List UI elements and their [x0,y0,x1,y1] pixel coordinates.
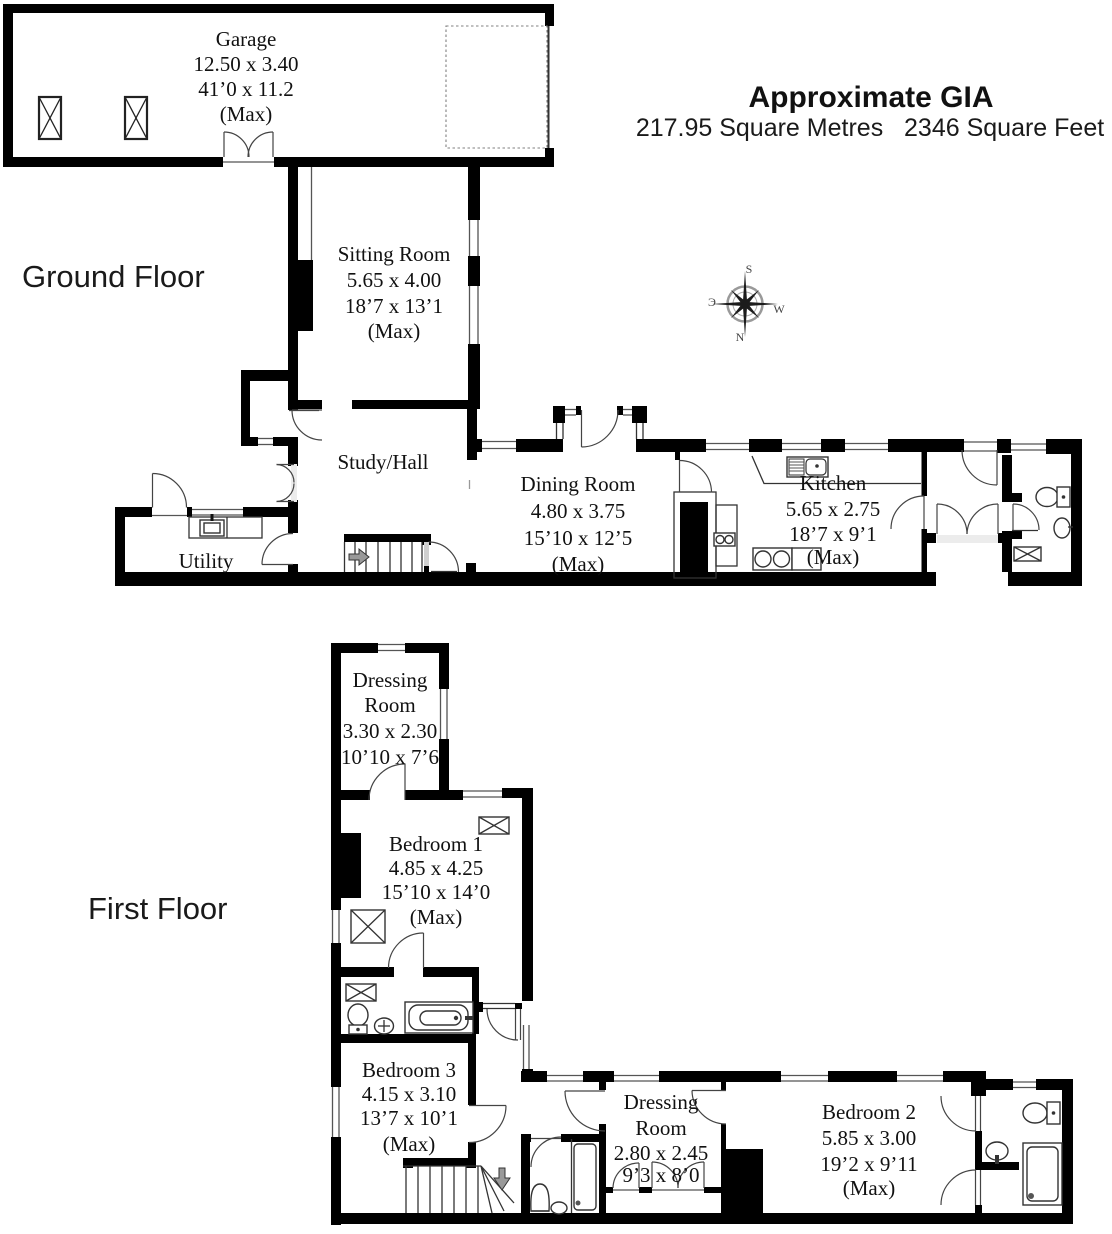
svg-text:Dining Room: Dining Room [521,472,636,496]
svg-text:(Max): (Max) [843,1176,895,1200]
svg-text:5.85 x 3.00: 5.85 x 3.00 [822,1126,917,1150]
svg-text:Approximate GIA: Approximate GIA [748,81,993,114]
svg-text:Ground Floor: Ground Floor [22,259,205,294]
svg-text:Utility: Utility [179,549,234,573]
svg-text:Э: Э [708,295,716,309]
svg-text:(Max): (Max) [807,545,859,569]
svg-text:(Max): (Max) [410,905,462,929]
svg-text:W: W [773,302,785,316]
svg-text:4.80 x 3.75: 4.80 x 3.75 [531,499,626,523]
svg-text:9’3 x 8’0: 9’3 x 8’0 [623,1163,700,1187]
svg-text:Bedroom 3: Bedroom 3 [362,1058,456,1082]
svg-text:Room: Room [635,1116,686,1140]
svg-text:3.30 x 2.30: 3.30 x 2.30 [343,719,438,743]
svg-text:Study/Hall: Study/Hall [337,450,428,474]
svg-text:41’0 x 11.2: 41’0 x 11.2 [198,77,293,101]
svg-text:217.95 Square Metres 2346 Sq: 217.95 Square Metres 2346 Square Feet [636,114,1104,142]
svg-text:Bedroom 1: Bedroom 1 [389,832,483,856]
svg-text:First Floor: First Floor [88,891,228,926]
svg-text:2.80 x 2.45: 2.80 x 2.45 [614,1141,709,1165]
svg-text:(Max): (Max) [220,102,272,126]
svg-text:19’2 x 9’11: 19’2 x 9’11 [820,1152,917,1176]
svg-text:Garage: Garage [216,27,277,51]
svg-text:Room: Room [364,693,415,717]
svg-text:(Max): (Max) [368,319,420,343]
svg-text:5.65 x 2.75: 5.65 x 2.75 [786,497,881,521]
svg-text:15’10 x 12’5: 15’10 x 12’5 [524,526,633,550]
svg-text:Sitting Room: Sitting Room [338,242,451,266]
svg-text:13’7 x 10’1: 13’7 x 10’1 [360,1106,458,1130]
svg-text:(Max): (Max) [383,1132,435,1156]
svg-text:Kitchen: Kitchen [800,471,867,495]
svg-text:18’7 x 9’1: 18’7 x 9’1 [789,522,877,546]
svg-text:15’10 x 14’0: 15’10 x 14’0 [382,880,491,904]
svg-text:10’10 x 7’6: 10’10 x 7’6 [341,745,439,769]
svg-text:S: S [746,262,753,276]
svg-text:18’7 x 13’1: 18’7 x 13’1 [345,294,443,318]
svg-text:5.65 x 4.00: 5.65 x 4.00 [347,268,442,292]
svg-text:Dressing: Dressing [353,668,428,692]
svg-text:Bedroom 2: Bedroom 2 [822,1100,916,1124]
svg-text:4.85 x 4.25: 4.85 x 4.25 [389,856,484,880]
svg-text:12.50 x 3.40: 12.50 x 3.40 [194,52,299,76]
svg-text:4.15 x 3.10: 4.15 x 3.10 [362,1082,457,1106]
svg-text:(Max): (Max) [552,552,604,576]
svg-text:Dressing: Dressing [624,1090,699,1114]
svg-text:N: N [736,330,745,344]
